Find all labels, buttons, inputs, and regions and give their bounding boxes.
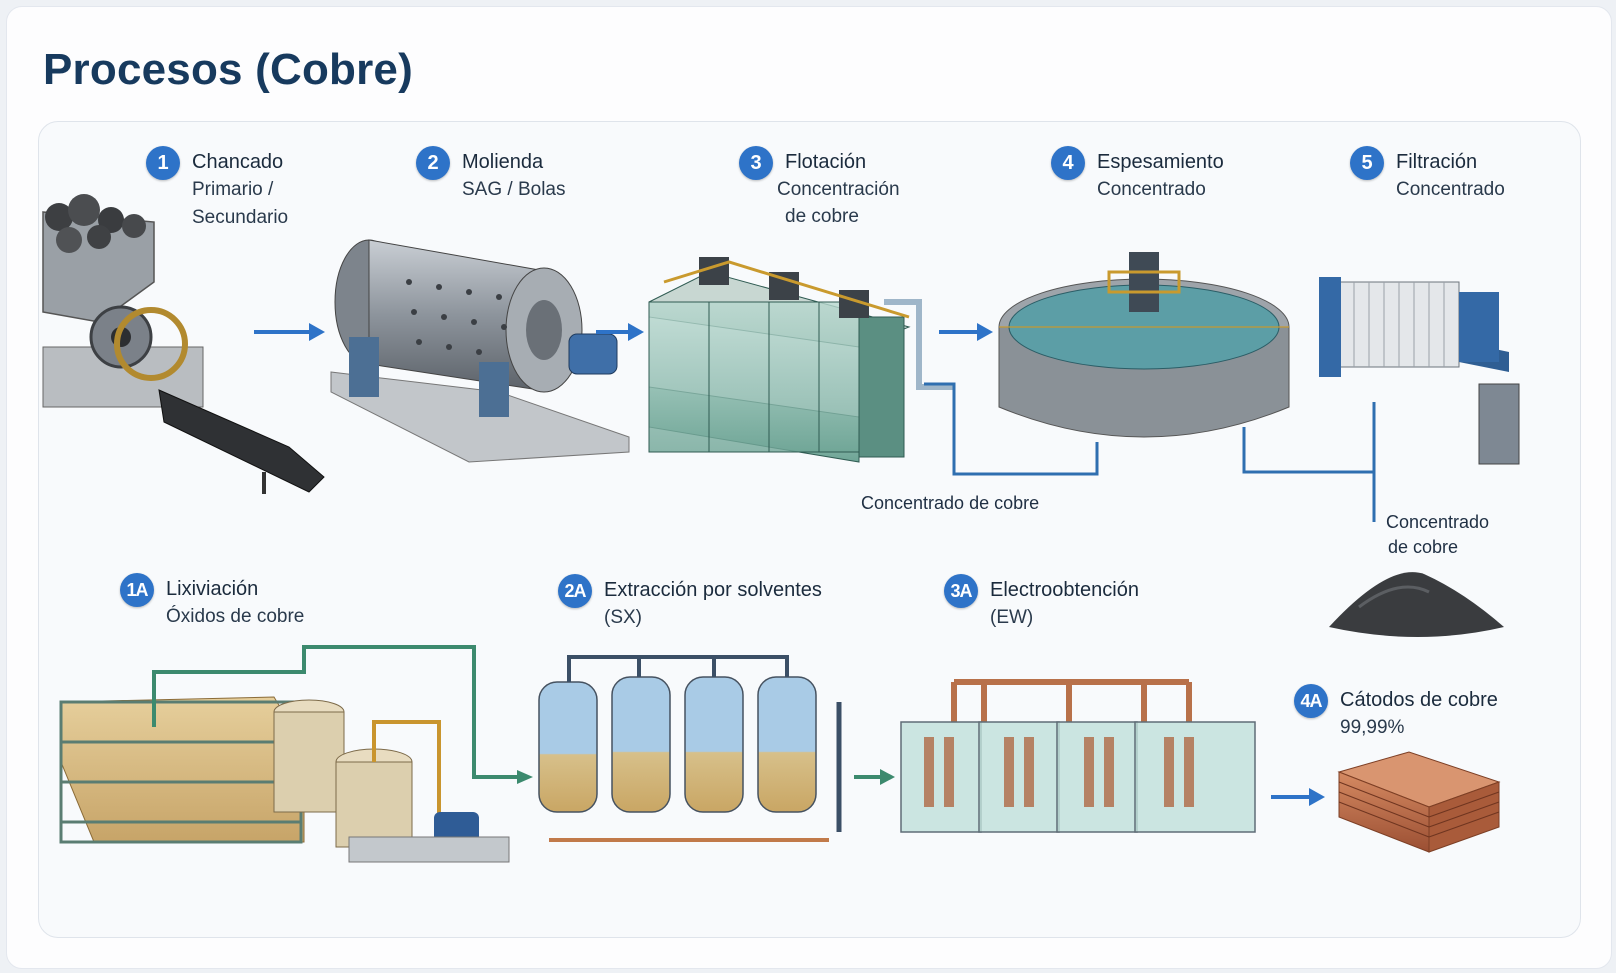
step-number-badge: 2A — [558, 574, 592, 608]
page-card: Procesos (Cobre) — [6, 6, 1612, 969]
step-number-badge: 3A — [944, 574, 978, 608]
step-subtitle: (SX) — [604, 607, 642, 628]
step-subtitle: (EW) — [990, 607, 1034, 628]
step-title: Flotación — [785, 151, 867, 173]
page-title: Procesos (Cobre) — [43, 45, 413, 94]
filter-press-illustration — [1319, 277, 1520, 465]
process-diagram-panel: 1 Chancado Primario / Secundario 2 Molie… — [38, 121, 1581, 938]
step-number-badge: 3 — [739, 146, 773, 180]
process-illustrations — [42, 194, 1520, 863]
step-molienda: 2 Molienda SAG / Bolas — [416, 146, 616, 226]
step-chancado: 1 Chancado Primario / Secundario — [146, 146, 366, 246]
thickener-illustration — [998, 252, 1290, 438]
step-subtitle: Secundario — [192, 207, 289, 228]
flotation-cells-illustration — [648, 257, 954, 463]
step-title: Espesamiento — [1097, 151, 1224, 173]
filter-output-label: de cobre — [1388, 537, 1459, 557]
step-subtitle: SAG / Bolas — [462, 179, 566, 200]
step-title: Lixiviación — [166, 578, 259, 600]
step-electroobtencion: 3A Electroobtención (EW) — [944, 574, 1184, 644]
step-lixiviacion: 1A Lixiviación Óxidos de cobre — [120, 573, 340, 643]
filter-output-label: Concentrado — [1386, 512, 1490, 532]
step-filtracion: 5 Filtración Concentrado — [1350, 146, 1550, 226]
concentrate-pipe-4 — [924, 382, 1099, 476]
step-number-badge: 1 — [146, 146, 180, 180]
flow-arrows-bottom — [517, 769, 1325, 806]
flow-arrows-top — [254, 323, 993, 341]
step-number-badge: 1A — [120, 573, 154, 607]
step-extraccion-sx: 2A Extracción por solventes (SX) — [558, 574, 858, 644]
ew-cells-illustration — [900, 679, 1256, 833]
step-espesamiento: 4 Espesamiento Concentrado — [1051, 146, 1271, 226]
concentrate-pipe-5 — [1242, 402, 1376, 522]
step-number-badge: 4 — [1051, 146, 1085, 180]
step-number-badge: 5 — [1350, 146, 1384, 180]
step-title: Chancado — [192, 151, 284, 173]
step-subtitle: Concentración — [777, 179, 900, 200]
step-title: Electroobtención — [990, 579, 1139, 601]
concentrate-line-label: Concentrado de cobre — [861, 493, 1040, 513]
step-catodos: 4A Cátodos de cobre 99,99% — [1294, 684, 1524, 754]
concentrate-pile-illustration — [1329, 572, 1504, 637]
step-subtitle: de cobre — [785, 206, 859, 227]
sx-tanks-illustration — [538, 655, 842, 842]
step-subtitle: Concentrado — [1097, 179, 1206, 200]
mill-illustration — [330, 239, 630, 463]
step-subtitle: Primario / — [192, 179, 274, 200]
step-subtitle: Concentrado — [1396, 179, 1505, 200]
leaching-heap-illustration — [59, 645, 519, 863]
step-flotacion: 3 Flotación Concentración de cobre — [739, 146, 959, 246]
copper-cathodes-illustration — [1337, 751, 1501, 853]
step-title: Molienda — [462, 151, 544, 173]
crusher-illustration — [42, 194, 325, 494]
step-number-badge: 2 — [416, 146, 450, 180]
step-title: Cátodos de cobre — [1340, 689, 1498, 711]
step-subtitle: 99,99% — [1340, 717, 1405, 738]
step-number-badge: 4A — [1294, 684, 1328, 718]
step-subtitle: Óxidos de cobre — [166, 606, 305, 627]
step-title: Extracción por solventes — [604, 579, 822, 601]
step-title: Filtración — [1396, 151, 1478, 173]
